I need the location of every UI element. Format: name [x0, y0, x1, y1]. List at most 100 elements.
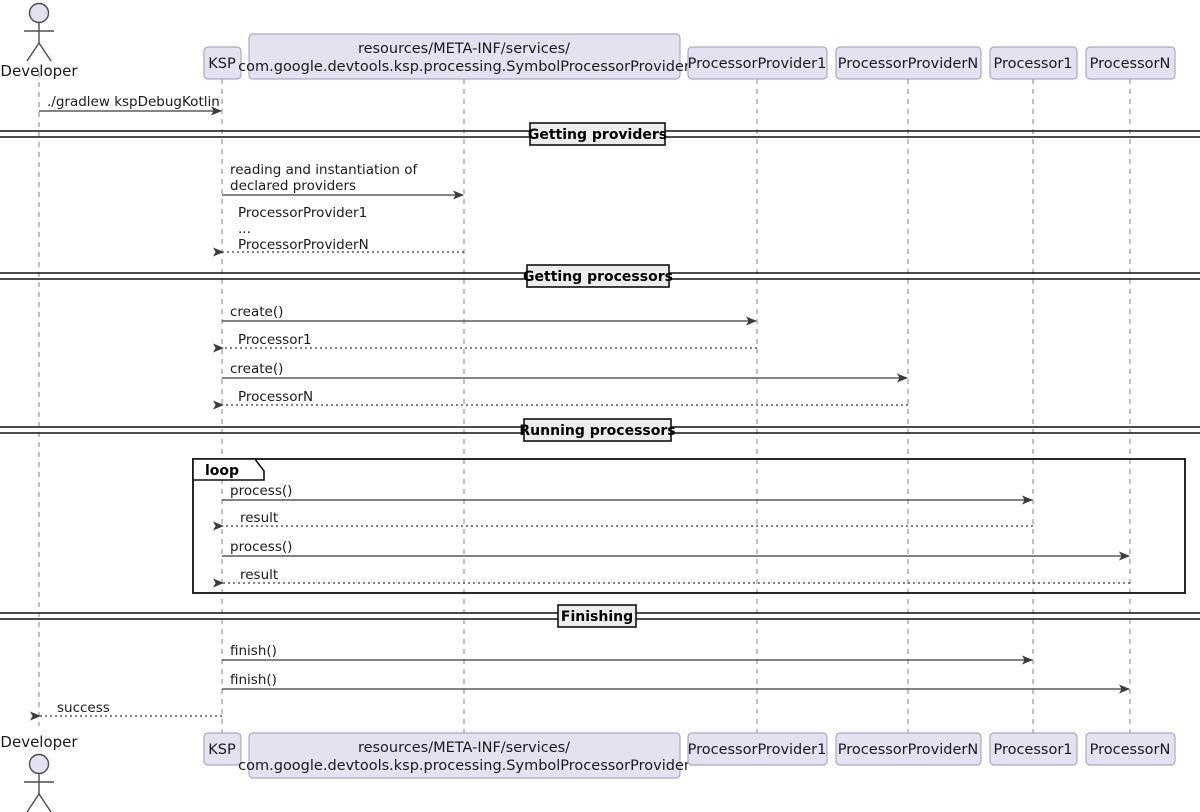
participant-box-top-services-file[interactable]: resources/META-INF/services/com.google.d…	[238, 33, 690, 80]
message-label: process()	[230, 483, 292, 499]
participant-boxes-layer: DeveloperDeveloperKSPKSPresources/META-I…	[0, 2, 1176, 812]
actor-figure-bottom-developer	[24, 753, 54, 812]
message-msg-result-1: result	[213, 510, 1033, 531]
divider-label: Running processors	[519, 423, 675, 439]
combined-fragments-layer: loop	[192, 458, 1186, 594]
message-label: finish()	[230, 643, 277, 659]
participant-box-bottom-services-file[interactable]: resources/META-INF/services/com.google.d…	[238, 732, 690, 779]
participant-label: ProcessorN	[1090, 56, 1171, 72]
participant-label: ProcessorN	[1090, 742, 1171, 758]
message-msg-processorn-return: ProcessorN	[213, 389, 908, 410]
message-msg-create-1: create()	[222, 304, 757, 326]
message-label: process()	[230, 539, 292, 555]
participant-label: ProcessorProviderN	[838, 742, 978, 758]
participant-box-rect[interactable]	[1085, 46, 1176, 80]
message-msg-providers-return: ProcessorProvider1...ProcessorProviderN	[213, 205, 464, 257]
participant-label: KSP	[208, 56, 236, 72]
participant-label-line2: com.google.devtools.ksp.processing.Symbo…	[238, 59, 690, 75]
message-label: ProcessorProvider1	[238, 205, 367, 221]
fragment-border	[192, 458, 1186, 594]
participant-box-rect[interactable]	[248, 732, 681, 779]
participant-box-top-providerN[interactable]: ProcessorProviderN	[835, 46, 982, 80]
message-msg-success: success	[30, 700, 222, 721]
participant-box-bottom-providerN[interactable]: ProcessorProviderN	[835, 732, 982, 766]
participant-box-rect[interactable]	[835, 732, 982, 766]
participant-label-line2: com.google.devtools.ksp.processing.Symbo…	[238, 758, 690, 774]
participant-box-bottom-ksp[interactable]: KSP	[203, 732, 242, 766]
participant-label: ProcessorProvider1	[688, 742, 827, 758]
participant-box-rect[interactable]	[203, 46, 242, 80]
participant-label: Processor1	[993, 742, 1072, 758]
participant-box-rect[interactable]	[989, 732, 1078, 766]
message-label: result	[240, 510, 278, 526]
divider-label-box	[523, 418, 672, 442]
participant-box-rect[interactable]	[835, 46, 982, 80]
participant-label: ProcessorProviderN	[838, 56, 978, 72]
message-label: create()	[230, 304, 283, 320]
participant-box-bottom-provider1[interactable]: ProcessorProvider1	[687, 732, 828, 766]
message-msg-gradlew: ./gradlew kspDebugKotlin	[39, 94, 222, 116]
actor-leg-left-icon	[26, 793, 40, 812]
divider-label: Finishing	[561, 609, 633, 625]
message-msg-processor1-return: Processor1	[213, 332, 757, 353]
participant-box-bottom-processorN[interactable]: ProcessorN	[1085, 732, 1176, 766]
participant-label: ProcessorProvider1	[688, 56, 827, 72]
message-msg-finish-n: finish()	[222, 672, 1130, 694]
participant-label: Processor1	[993, 56, 1072, 72]
section-divider-getting-processors: Getting processors	[0, 264, 1200, 288]
divider-label-box	[526, 264, 670, 288]
section-divider-finishing: Finishing	[0, 604, 1200, 628]
fragment-operator-label: loop	[205, 463, 239, 479]
message-label: Processor1	[238, 332, 312, 348]
divider-label-box	[557, 604, 637, 628]
participant-label-line1: resources/META-INF/services/	[358, 740, 570, 756]
message-msg-process-1: process()	[222, 483, 1033, 505]
message-label: ProcessorProviderN	[238, 237, 369, 253]
participant-label-line1: resources/META-INF/services/	[358, 41, 570, 57]
message-msg-finish-1: finish()	[222, 643, 1033, 665]
section-divider-running-processors: Running processors	[0, 418, 1200, 442]
message-label: result	[240, 567, 278, 583]
actor-leg-right-icon	[38, 42, 52, 62]
message-label: ProcessorN	[238, 389, 313, 405]
participant-box-top-processorN[interactable]: ProcessorN	[1085, 46, 1176, 80]
actor-head-icon	[28, 2, 50, 24]
actor-leg-left-icon	[26, 42, 40, 62]
actor-label-bottom-developer: Developer	[0, 733, 78, 751]
message-label: declared providers	[230, 178, 356, 194]
actor-figure-top-developer	[24, 2, 54, 62]
participant-box-top-provider1[interactable]: ProcessorProvider1	[687, 46, 828, 80]
participant-box-rect[interactable]	[203, 732, 242, 766]
participant-box-rect[interactable]	[989, 46, 1078, 80]
fragment-tab	[192, 458, 265, 481]
message-label: ...	[238, 221, 251, 237]
actor-head-icon	[28, 753, 50, 775]
divider-label: Getting providers	[528, 127, 667, 143]
divider-label-box	[529, 122, 666, 146]
messages-layer: ./gradlew kspDebugKotlin reading and inst…	[30, 94, 1130, 721]
message-label: success	[57, 700, 110, 716]
actor-label-top-developer: Developer	[0, 62, 78, 80]
message-label: create()	[230, 361, 283, 377]
participant-box-rect[interactable]	[1085, 732, 1176, 766]
participant-box-top-processor1[interactable]: Processor1	[989, 46, 1078, 80]
participant-box-rect[interactable]	[687, 46, 828, 80]
actor-leg-right-icon	[38, 793, 52, 812]
message-msg-create-n: create()	[222, 361, 908, 383]
message-label: reading and instantiation of	[230, 162, 418, 178]
message-msg-result-n: result	[213, 567, 1130, 588]
message-label: ./gradlew kspDebugKotlin	[47, 94, 220, 110]
section-divider-getting-providers: Getting providers	[0, 122, 1200, 146]
participant-box-bottom-processor1[interactable]: Processor1	[989, 732, 1078, 766]
combined-fragment-loop-frame: loop	[192, 458, 1186, 594]
message-msg-process-n: process()	[222, 539, 1130, 561]
participant-box-rect[interactable]	[687, 732, 828, 766]
lifelines-layer	[38, 72, 1131, 733]
divider-label: Getting processors	[523, 269, 673, 285]
participant-box-top-ksp[interactable]: KSP	[203, 46, 242, 80]
participant-box-rect[interactable]	[248, 33, 681, 80]
